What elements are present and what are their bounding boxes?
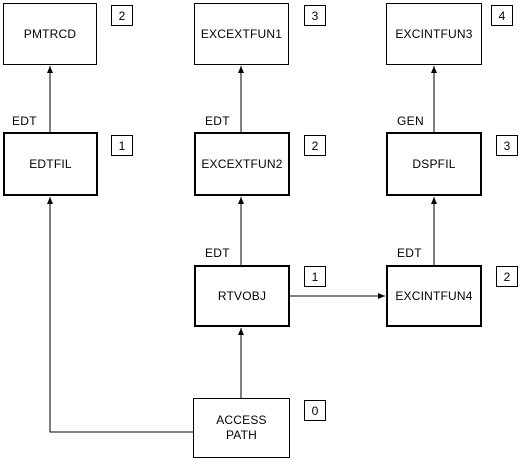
node-dspfil-label: DSPFIL [412, 156, 456, 171]
level-badge-edtfil: 1 [111, 135, 133, 156]
level-badge-access-path: 0 [304, 400, 326, 421]
edge-label-dspfil-to-excintfun3: GEN [397, 114, 424, 128]
level-badge-rtvobj: 1 [304, 266, 326, 287]
edge-access-path-to-edtfil [47, 197, 193, 433]
edge-label-edtfil-to-pmtrcd: EDT [12, 114, 37, 128]
node-excextfun1[interactable]: EXCEXTFUN1 [194, 3, 289, 65]
node-access-path[interactable]: ACCESS PATH [193, 398, 290, 458]
node-access-path-label: ACCESS PATH [216, 413, 267, 442]
level-badge-excintfun4: 2 [496, 266, 518, 287]
level-badge-excextfun2: 2 [304, 135, 326, 156]
level-badge-excextfun1: 3 [304, 5, 326, 26]
node-excintfun3[interactable]: EXCINTFUN3 [386, 3, 482, 65]
node-edtfil-label: EDTFIL [29, 156, 72, 171]
node-excintfun4[interactable]: EXCINTFUN4 [386, 265, 482, 327]
node-rtvobj-label: RTVOBJ [217, 288, 267, 303]
node-excextfun2[interactable]: EXCEXTFUN2 [194, 132, 290, 196]
node-pmtrcd-label: PMTRCD [23, 26, 77, 41]
node-excintfun3-label: EXCINTFUN3 [395, 26, 473, 41]
node-excextfun2-label: EXCEXTFUN2 [201, 156, 283, 171]
level-badge-pmtrcd: 2 [111, 5, 133, 26]
node-excextfun1-label: EXCEXTFUN1 [200, 26, 283, 41]
node-pmtrcd[interactable]: PMTRCD [3, 3, 97, 65]
node-rtvobj[interactable]: RTVOBJ [194, 265, 290, 327]
level-badge-excintfun3: 4 [491, 5, 513, 26]
edge-label-rtvobj-to-excextfun2: EDT [205, 246, 230, 260]
node-excintfun4-label: EXCINTFUN4 [395, 288, 473, 303]
edge-label-excintfun4-to-dspfil: EDT [397, 246, 422, 260]
node-dspfil[interactable]: DSPFIL [386, 132, 482, 196]
node-edtfil[interactable]: EDTFIL [3, 132, 98, 196]
level-badge-dspfil: 3 [496, 135, 518, 156]
edge-label-excextfun2-to-excextfun1: EDT [205, 114, 230, 128]
